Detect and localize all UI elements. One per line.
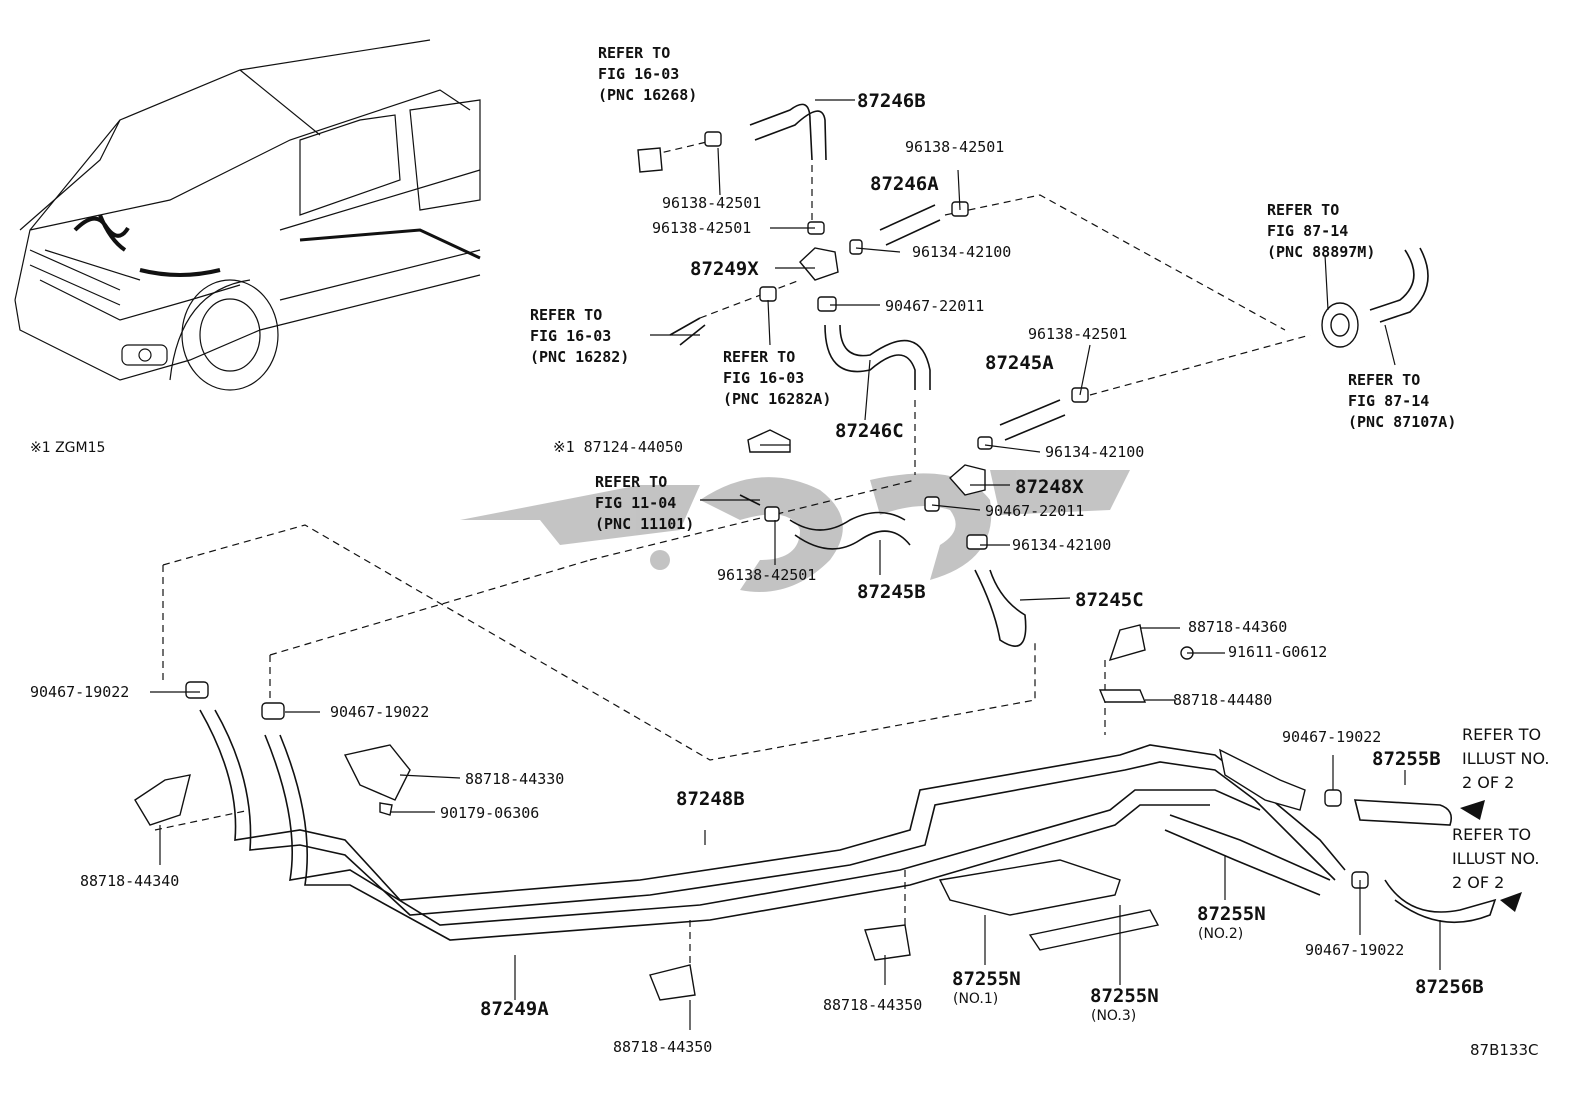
refer-line-1: REFER TO	[1267, 201, 1339, 219]
refer-fig87-14-pnc88897m: REFER TO FIG 87-14 (PNC 88897M)	[1267, 201, 1375, 261]
part-87255n-no1[interactable]: 87255N	[952, 968, 1021, 990]
part-87246a[interactable]: 87246A	[870, 173, 939, 195]
refer-fig16-03-pnc16282: REFER TO FIG 16-03 (PNC 16282)	[530, 306, 629, 366]
upper-hoses	[637, 103, 1429, 647]
refer-line-3: (PNC 16268)	[598, 86, 697, 104]
refer-line-3: 2 OF 2	[1452, 873, 1504, 892]
bracket-88718-44350-a[interactable]: 88718-44350	[613, 1038, 712, 1056]
refer-line-2: FIG 87-14	[1267, 222, 1348, 240]
part-87256b[interactable]: 87256B	[1415, 976, 1484, 998]
refer-illust-2-of-2-lower: REFER TO ILLUST NO. 2 OF 2	[1452, 825, 1539, 892]
refer-fig11-04-pnc11101: REFER TO FIG 11-04 (PNC 11101)	[595, 473, 694, 533]
refer-line-1: REFER TO	[1462, 725, 1541, 744]
clamp-90467-22011-a[interactable]: 90467-22011	[885, 297, 984, 315]
refer-line-2: FIG 16-03	[530, 327, 611, 345]
label-leaders	[150, 99, 1441, 1030]
refer-line-3: (PNC 87107A)	[1348, 413, 1456, 431]
figure-code: 87B133C	[1470, 1041, 1538, 1059]
part-87255n-no2[interactable]: 87255N	[1197, 903, 1266, 925]
bracket-88718-44360[interactable]: 88718-44360	[1188, 618, 1287, 636]
refer-fig16-03-pnc16268: REFER TO FIG 16-03 (PNC 16268)	[598, 44, 697, 104]
clamp-96138-42501-b[interactable]: 96138-42501	[652, 219, 751, 237]
part-87246b[interactable]: 87246B	[857, 90, 926, 112]
refer-line-3: 2 OF 2	[1462, 773, 1514, 792]
bracket-88718-44330[interactable]: 88718-44330	[465, 770, 564, 788]
refer-line-3: (PNC 11101)	[595, 515, 694, 533]
refer-line-1: REFER TO	[595, 473, 667, 491]
clamp-90467-19022-a[interactable]: 90467-19022	[30, 683, 129, 701]
clamp-96138-42501-d[interactable]: 96138-42501	[1028, 325, 1127, 343]
part-87249a[interactable]: 87249A	[480, 998, 549, 1020]
part-87246c[interactable]: 87246C	[835, 420, 904, 442]
clamp-96134-42100-a[interactable]: 96134-42100	[912, 243, 1011, 261]
part-87249x[interactable]: 87249X	[690, 258, 759, 280]
clamp-96134-42100-c[interactable]: 96134-42100	[1012, 536, 1111, 554]
clamp-96138-42501-e[interactable]: 96138-42501	[717, 566, 816, 584]
clamp-90467-19022-d[interactable]: 90467-19022	[1305, 941, 1404, 959]
clamp-96138-42501-c[interactable]: 96138-42501	[905, 138, 1004, 156]
part-87124-44050[interactable]: ※1 87124-44050	[553, 438, 683, 456]
refer-fig16-03-pnc16282a: REFER TO FIG 16-03 (PNC 16282A)	[723, 348, 831, 408]
watermark-logo	[460, 470, 1130, 592]
refer-line-2: FIG 87-14	[1348, 392, 1429, 410]
part-87248x[interactable]: 87248X	[1015, 476, 1084, 498]
part-87255n-no3[interactable]: 87255N	[1090, 985, 1159, 1007]
refer-line-2: ILLUST NO.	[1462, 749, 1549, 768]
bracket-88718-44340[interactable]: 88718-44340	[80, 872, 179, 890]
bracket-88718-44480[interactable]: 88718-44480	[1173, 691, 1272, 709]
refer-line-3: (PNC 88897M)	[1267, 243, 1375, 261]
clamp-96134-42100-b[interactable]: 96134-42100	[1045, 443, 1144, 461]
clamp-90467-19022-c[interactable]: 90467-19022	[1282, 728, 1381, 746]
vehicle-note: ※1 ZGM15	[30, 440, 105, 456]
refer-line-2: FIG 16-03	[598, 65, 679, 83]
part-87245b[interactable]: 87245B	[857, 581, 926, 603]
clamp-90467-19022-b[interactable]: 90467-19022	[330, 703, 429, 721]
part-87255n-no3-sub: (NO.3)	[1091, 1008, 1136, 1024]
part-87255n-no1-sub: (NO.1)	[953, 991, 998, 1007]
dashed-leaders	[154, 139, 1311, 965]
refer-line-1: REFER TO	[1452, 825, 1531, 844]
nut-90179-06306[interactable]: 90179-06306	[440, 804, 539, 822]
clamp-90467-22011-b[interactable]: 90467-22011	[985, 502, 1084, 520]
part-87255n-no2-sub: (NO.2)	[1198, 926, 1243, 942]
lower-pipes	[134, 624, 1522, 1001]
refer-line-2: ILLUST NO.	[1452, 849, 1539, 868]
refer-illust-2-of-2-upper: REFER TO ILLUST NO. 2 OF 2	[1462, 725, 1549, 792]
refer-line-3: (PNC 16282A)	[723, 390, 831, 408]
refer-line-2: FIG 11-04	[595, 494, 676, 512]
vehicle-illustration	[14, 39, 481, 391]
bolt-91611-g0612[interactable]: 91611-G0612	[1228, 643, 1327, 661]
part-87245a[interactable]: 87245A	[985, 352, 1054, 374]
refer-line-1: REFER TO	[530, 306, 602, 324]
bracket-88718-44350-b[interactable]: 88718-44350	[823, 996, 922, 1014]
refer-line-1: REFER TO	[598, 44, 670, 62]
part-87245c[interactable]: 87245C	[1075, 589, 1144, 611]
part-labels: 87246B 87246A 87249X 87246C 87245A 87248…	[30, 90, 1484, 1056]
refer-fig87-14-pnc87107a: REFER TO FIG 87-14 (PNC 87107A)	[1348, 371, 1456, 431]
part-87255b[interactable]: 87255B	[1372, 748, 1441, 770]
refer-line-2: FIG 16-03	[723, 369, 804, 387]
refer-line-1: REFER TO	[1348, 371, 1420, 389]
refer-line-3: (PNC 16282)	[530, 348, 629, 366]
clamp-96138-42501-a[interactable]: 96138-42501	[662, 194, 761, 212]
refer-line-1: REFER TO	[723, 348, 795, 366]
part-87248b[interactable]: 87248B	[676, 788, 745, 810]
